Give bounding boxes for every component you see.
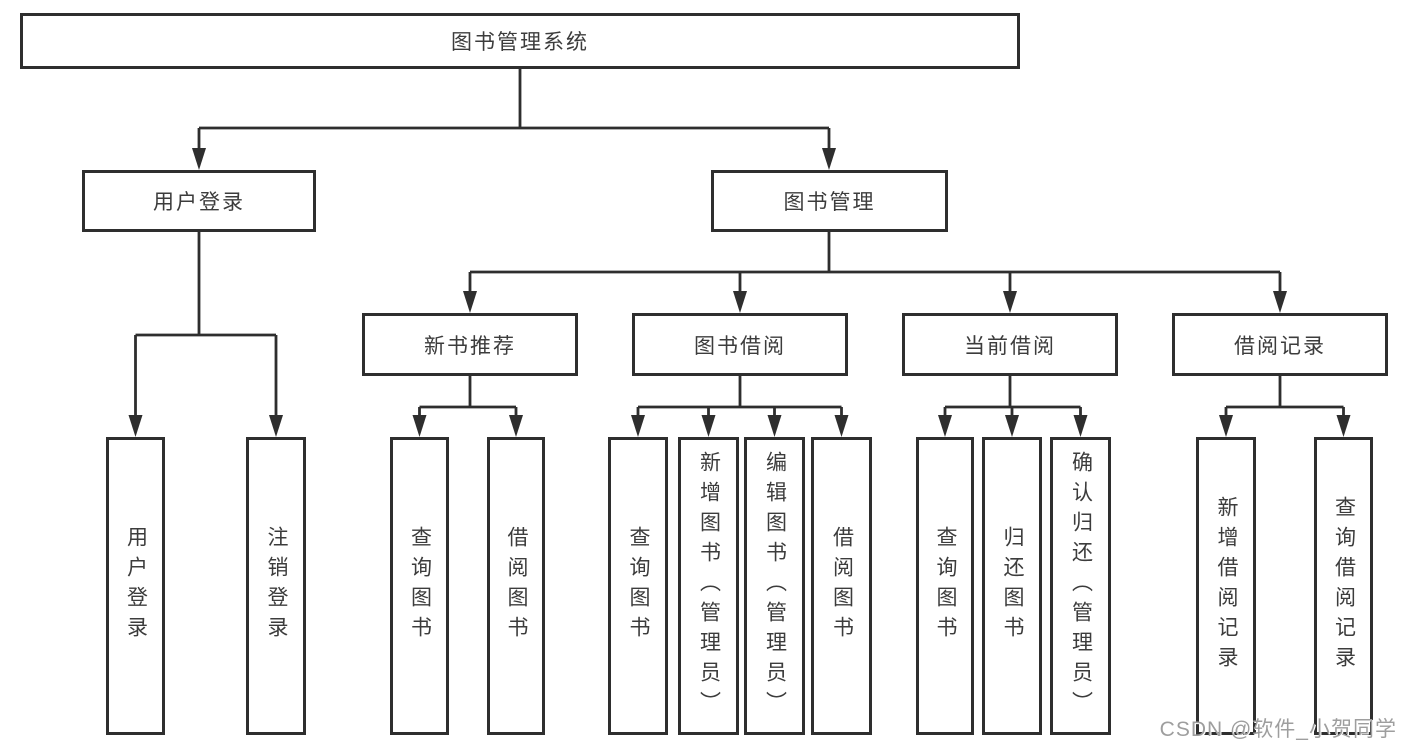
node-bb-edit-books: 编辑图书（管理员） xyxy=(744,437,805,735)
node-bb-query-books: 查询图书 xyxy=(608,437,668,735)
arrow-to-bb-borrow xyxy=(834,415,849,437)
node-cb-query-books-label: 查询图书 xyxy=(934,526,958,646)
node-nb-borrow-books: 借阅图书 xyxy=(487,437,545,735)
arrow-to-nb-borrow xyxy=(509,415,523,437)
node-borrow-records: 借阅记录 xyxy=(1172,313,1388,376)
connector-new-books-children xyxy=(418,376,518,417)
node-root: 图书管理系统 xyxy=(20,13,1020,69)
arrow-to-new-books xyxy=(463,291,477,313)
node-book-mgmt: 图书管理 xyxy=(711,170,948,232)
node-borrow-records-label: 借阅记录 xyxy=(1234,334,1326,358)
node-cb-return-books-label: 归还图书 xyxy=(1001,526,1025,646)
node-new-books: 新书推荐 xyxy=(362,313,578,376)
arrow-to-cb-confirm xyxy=(1073,415,1088,437)
node-br-add-record-label: 新增借阅记录 xyxy=(1215,496,1239,676)
node-cb-return-books: 归还图书 xyxy=(982,437,1042,735)
arrow-to-book-mgmt xyxy=(822,148,836,170)
arrow-to-cb-query xyxy=(938,415,952,437)
arrow-to-logout-leaf xyxy=(269,415,283,437)
node-logout-leaf-label: 注销登录 xyxy=(265,526,289,646)
node-nb-query-books-label: 查询图书 xyxy=(408,526,432,646)
node-br-query-record-label: 查询借阅记录 xyxy=(1332,496,1356,676)
node-root-label: 图书管理系统 xyxy=(451,31,589,54)
arrowheads xyxy=(128,148,1351,437)
node-nb-query-books: 查询图书 xyxy=(390,437,449,735)
node-cb-query-books: 查询图书 xyxy=(916,437,974,735)
node-book-borrow: 图书借阅 xyxy=(632,313,848,376)
connector-user-login-children xyxy=(134,232,278,417)
connector-book-mgmt-children xyxy=(468,232,1282,293)
node-user-login: 用户登录 xyxy=(82,170,316,232)
node-current-borrow-label: 当前借阅 xyxy=(964,334,1056,358)
node-cb-confirm-return: 确认归还（管理员） xyxy=(1050,437,1111,735)
node-bb-query-books-label: 查询图书 xyxy=(627,526,651,646)
arrow-to-cb-return xyxy=(1005,415,1019,437)
arrow-to-bb-add xyxy=(701,415,716,437)
connector-root-to-level2 xyxy=(197,69,831,150)
node-cb-confirm-return-label: 确认归还（管理员） xyxy=(1069,451,1093,721)
arrow-to-user-login-leaf xyxy=(128,415,143,437)
connector-current-borrow-children xyxy=(943,376,1082,417)
node-bb-edit-books-label: 编辑图书（管理员） xyxy=(763,451,787,721)
node-br-query-record: 查询借阅记录 xyxy=(1314,437,1373,735)
node-logout-leaf: 注销登录 xyxy=(246,437,306,735)
arrow-to-borrow-records xyxy=(1273,291,1287,313)
arrow-to-bb-edit xyxy=(767,415,782,437)
arrow-to-current-borrow xyxy=(1003,291,1017,313)
node-bb-borrow-books: 借阅图书 xyxy=(811,437,872,735)
node-bb-add-books-label: 新增图书（管理员） xyxy=(697,451,721,721)
arrow-to-bb-query xyxy=(631,415,645,437)
node-book-borrow-label: 图书借阅 xyxy=(694,334,786,358)
csdn-watermark: CSDN @软件_小贺同学 xyxy=(1159,718,1397,741)
node-nb-borrow-books-label: 借阅图书 xyxy=(505,526,529,646)
node-current-borrow: 当前借阅 xyxy=(902,313,1118,376)
node-new-books-label: 新书推荐 xyxy=(424,334,516,358)
node-user-login-leaf: 用户登录 xyxy=(106,437,165,735)
node-br-add-record: 新增借阅记录 xyxy=(1196,437,1256,735)
node-bb-add-books: 新增图书（管理员） xyxy=(678,437,739,735)
arrow-to-nb-query xyxy=(412,415,427,437)
node-book-mgmt-label: 图书管理 xyxy=(783,191,876,214)
connector-borrow-records-children xyxy=(1224,376,1345,417)
arrow-to-book-borrow xyxy=(733,291,747,313)
arrow-to-br-query xyxy=(1336,415,1351,437)
node-user-login-label: 用户登录 xyxy=(153,191,245,214)
node-bb-borrow-books-label: 借阅图书 xyxy=(830,526,854,646)
connector-book-borrow-children xyxy=(636,376,843,417)
node-user-login-leaf-label: 用户登录 xyxy=(124,526,148,646)
arrow-to-br-add xyxy=(1219,415,1233,437)
arrow-to-user-login xyxy=(192,148,206,170)
